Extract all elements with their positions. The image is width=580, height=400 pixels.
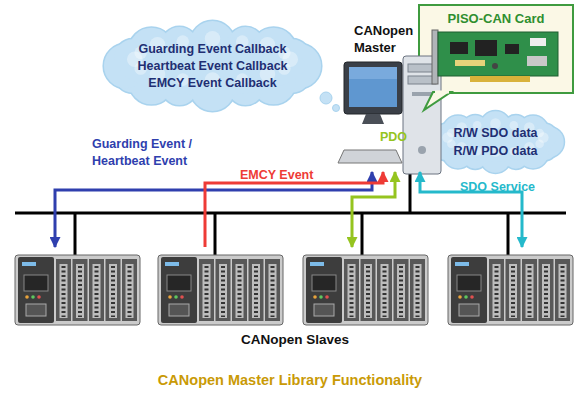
data-cloud: R/W SDO dataR/W PDO data <box>428 112 563 172</box>
data-text: R/W PDO data <box>453 142 537 160</box>
figure-caption: CANopen Master Library Functionality <box>0 372 580 388</box>
edge-label: Guarding Event / Heartbeat Event <box>92 136 222 170</box>
emcy-arrow <box>205 172 383 247</box>
computer-illustration <box>338 56 441 174</box>
card-illustration <box>424 30 558 110</box>
pdo-arrow <box>352 172 395 247</box>
callback-text: Guarding Event Callback <box>139 41 287 58</box>
slave-illustrations <box>15 255 573 325</box>
cloud-shape <box>428 112 563 172</box>
edge-label: PDO <box>380 129 420 146</box>
bus-drop <box>361 213 364 258</box>
bus-drop <box>214 213 217 258</box>
bus-drop <box>74 213 77 258</box>
callback-text: Heartbeat Event Callback <box>137 58 287 75</box>
edge-label: SDO Service <box>460 179 555 196</box>
bus-line <box>15 212 566 215</box>
card-title: PISO-CAN Card <box>448 11 545 27</box>
bus-drop <box>409 172 412 213</box>
bus-drop <box>507 213 510 258</box>
data-text: R/W SDO data <box>453 124 537 142</box>
callback-text: EMCY Event Callback <box>148 75 276 92</box>
edge-label: EMCY Event <box>240 167 340 184</box>
callback-cloud: Guarding Event CallbackHeartbeat Event C… <box>105 22 320 110</box>
group-label: CANopen Slaves <box>241 331 349 348</box>
master-heading: CANopen Master <box>354 22 426 56</box>
